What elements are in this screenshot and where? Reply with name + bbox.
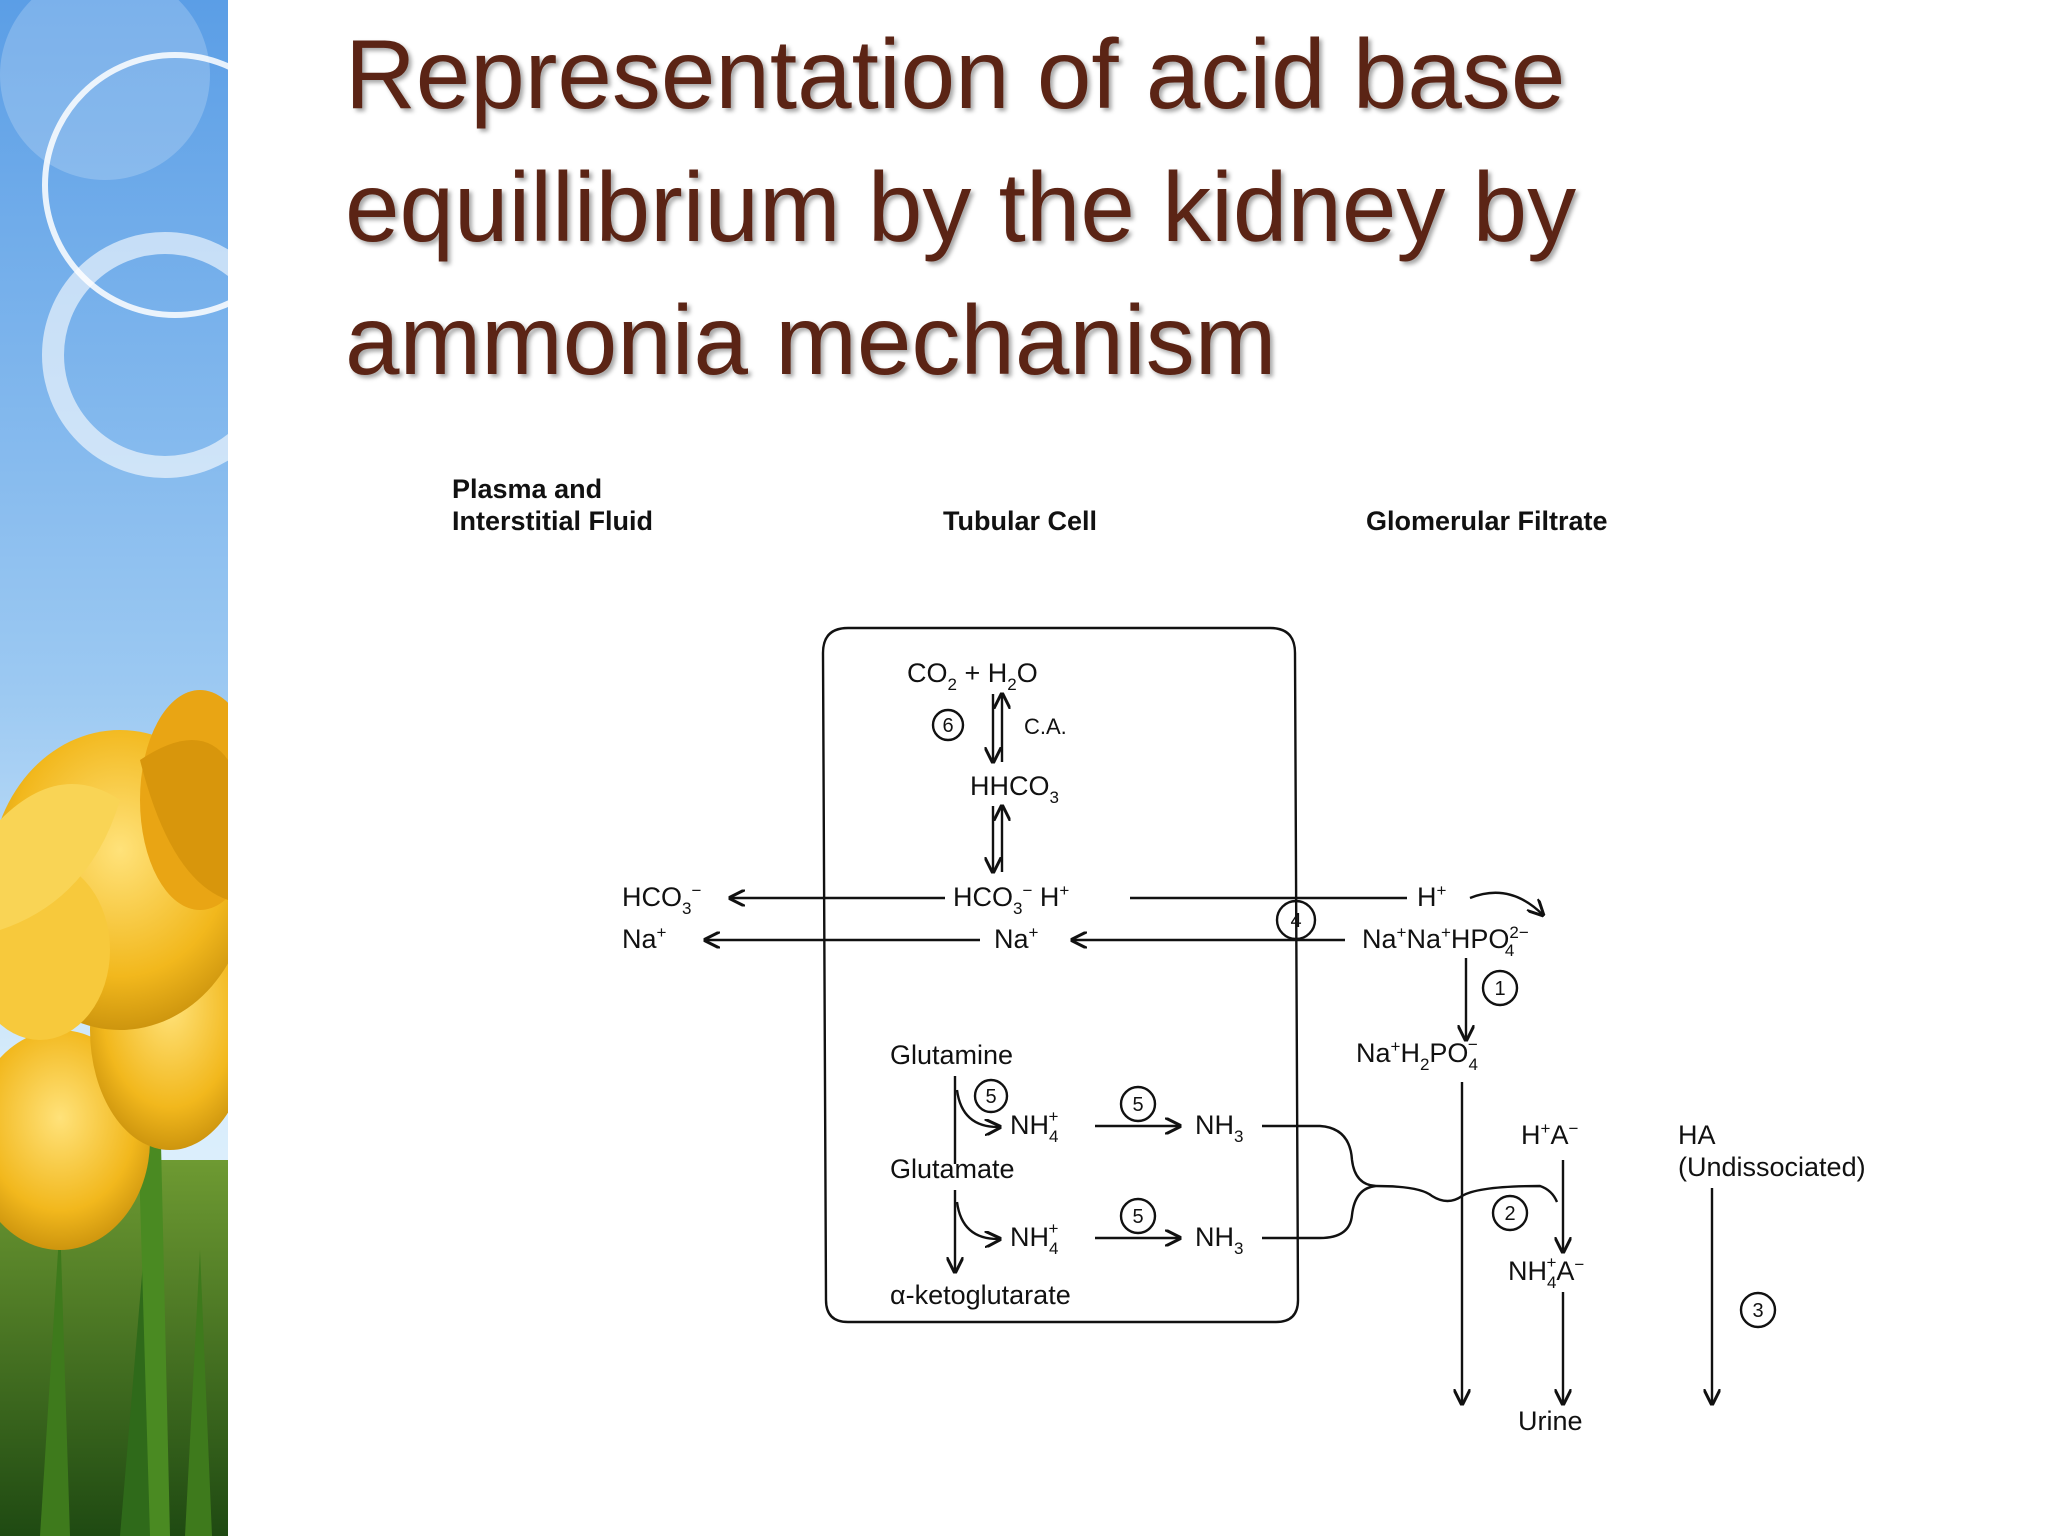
header-tubular-cell: Tubular Cell: [943, 506, 1097, 536]
step-circle-5-second: [1119, 1197, 1157, 1235]
header-plasma-line2: Interstitial Fluid: [452, 506, 653, 536]
step-number-5-second: 5: [1132, 1206, 1143, 1228]
step-number-6: 6: [942, 715, 953, 737]
filtrate-sodium-phosphate: Na+Na+HPO2−4: [1362, 923, 1529, 960]
glutamine-label: Glutamine: [890, 1040, 1013, 1070]
header-plasma-line1: Plasma and: [452, 474, 602, 504]
ammonia-diffusion-brace: [1262, 1124, 1377, 1240]
step-circle-4: [1275, 899, 1317, 941]
ammonia-second: NH3: [1195, 1222, 1243, 1258]
step-number-5-first: 5: [1132, 1094, 1143, 1116]
plasma-sodium: Na+: [622, 923, 667, 954]
ammonium-first: NH4+: [1010, 1107, 1058, 1146]
step-number-3: 3: [1752, 1300, 1763, 1322]
cell-bicarbonate-and-proton: HCO3− H+: [953, 881, 1069, 918]
undissociated-label: (Undissociated): [1678, 1152, 1866, 1182]
sodium-dihydrogen-phosphate: Na+H2PO4−: [1356, 1035, 1478, 1074]
step-number-4: 4: [1290, 910, 1301, 932]
step-circle-3: [1739, 1291, 1777, 1329]
urine-label: Urine: [1518, 1406, 1583, 1436]
ammonium-anion: NH4+A−: [1508, 1253, 1584, 1292]
ha-label: HA: [1678, 1120, 1716, 1150]
ammonia-first: NH3: [1195, 1110, 1243, 1146]
arrow-glutamate-to-ammonium: [955, 1201, 1000, 1239]
proton-anion: H+A−: [1521, 1119, 1578, 1150]
step-circle-6: [931, 708, 965, 742]
decorative-sidebar: [0, 0, 228, 1536]
step-circle-5-first: [1119, 1085, 1157, 1123]
slide-title: Representation of acid base equillibrium…: [345, 19, 1577, 395]
header-glomerular-filtrate: Glomerular Filtrate: [1366, 506, 1608, 536]
plasma-bicarbonate: HCO3−: [622, 881, 701, 918]
filtrate-proton: H+: [1417, 881, 1447, 912]
ammonia-diffusion-path: [1375, 1184, 1559, 1203]
glutamate-label: Glutamate: [890, 1154, 1015, 1184]
step-number-1: 1: [1494, 978, 1505, 1000]
step-number-2: 2: [1504, 1203, 1515, 1225]
carbonic-anhydrase-label: C.A.: [1024, 714, 1067, 739]
tubular-cell-outline: [821, 626, 1300, 1324]
ketoglutarate-label: α-ketoglutarate: [890, 1280, 1071, 1310]
sidebar-artwork: [0, 0, 228, 1536]
step-circle-2: [1491, 1194, 1529, 1232]
arrow-glutamine-to-ammonium: [955, 1089, 1000, 1127]
arrow-proton-to-phosphate: [1469, 891, 1543, 915]
ammonium-second: NH4+: [1010, 1219, 1058, 1258]
cell-sodium: Na+: [994, 923, 1039, 954]
step-circle-5-glutaminase: [973, 1078, 1009, 1114]
step-circle-1: [1481, 969, 1519, 1007]
step-number-5-glutaminase: 5: [985, 1086, 996, 1108]
carbonic-acid: HHCO3: [970, 771, 1059, 807]
co2-plus-h2o: CO2 + H2O: [907, 658, 1038, 694]
